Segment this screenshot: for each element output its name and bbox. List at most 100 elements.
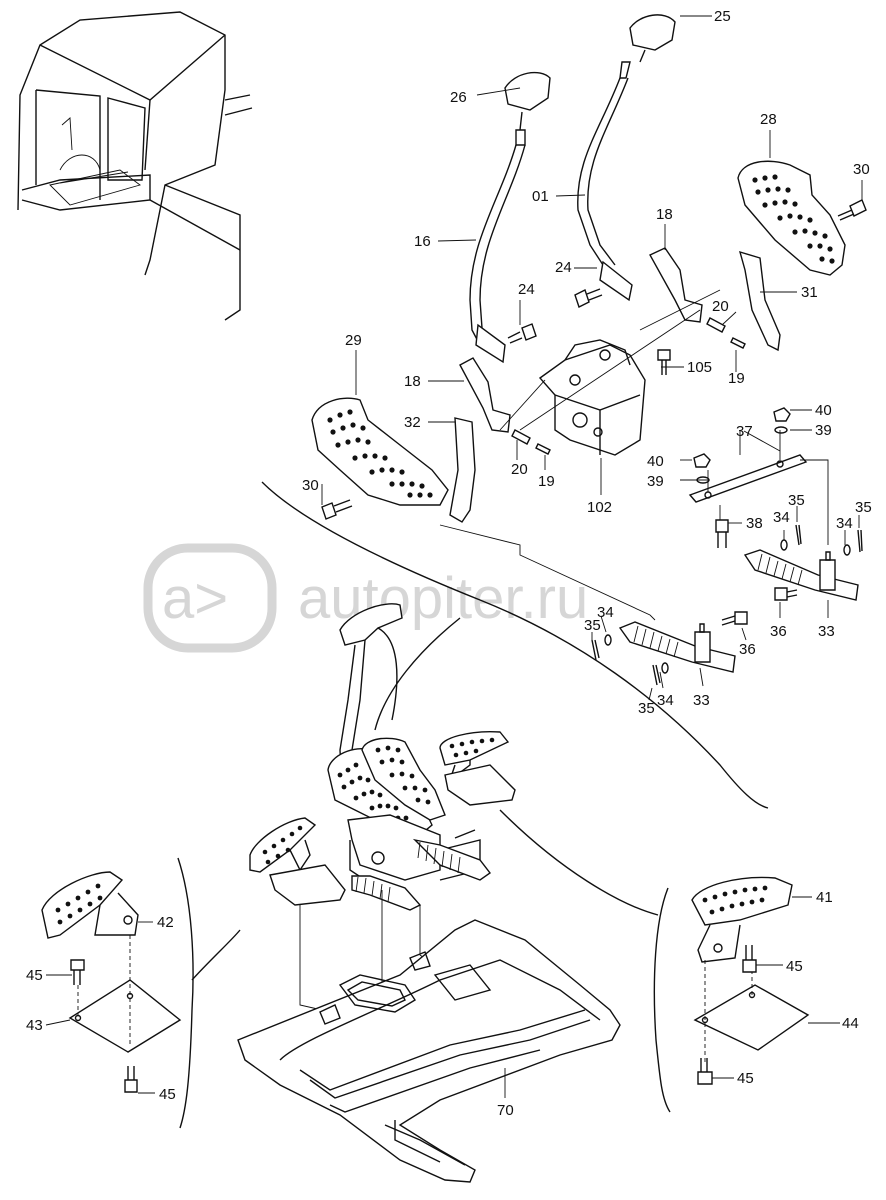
callout-29: 29	[345, 332, 362, 349]
bracket-32	[449, 417, 476, 523]
lever-01	[577, 14, 676, 302]
callout-37: 37	[736, 423, 753, 440]
callout-33-left: 33	[693, 692, 710, 709]
callout-45-right-lower: 45	[737, 1070, 754, 1087]
bolt-36-right	[774, 587, 798, 601]
callout-39-upper: 39	[815, 422, 832, 439]
pedal-29	[311, 397, 449, 506]
callout-34-d: 34	[657, 692, 674, 709]
callout-36-left: 36	[739, 641, 756, 658]
callout-34-b: 34	[836, 515, 853, 532]
callout-39-lower: 39	[647, 473, 664, 490]
callout-36-right: 36	[770, 623, 787, 640]
callout-25: 25	[714, 8, 731, 25]
bracket-left-connector	[191, 929, 241, 981]
cab-overview	[17, 11, 253, 321]
pin-20-right	[706, 317, 726, 333]
pin-19-left	[535, 443, 551, 455]
callout-01: 01	[532, 188, 549, 205]
leader-lines	[45, 15, 863, 1098]
callout-41: 41	[816, 889, 833, 906]
callout-32: 32	[404, 414, 421, 431]
callout-28: 28	[760, 111, 777, 128]
callout-31: 31	[801, 284, 818, 301]
watermark-logo-icon	[143, 543, 277, 653]
callout-24-upper: 24	[555, 259, 572, 276]
washer-34-a	[780, 539, 788, 551]
callout-16: 16	[414, 233, 431, 250]
callout-35-a: 35	[788, 492, 805, 509]
assembled-unit	[327, 603, 492, 911]
washer-34-d	[661, 662, 669, 674]
callout-30-right: 30	[853, 161, 870, 178]
callout-35-d: 35	[638, 700, 655, 717]
pilot-valve-102	[538, 339, 646, 456]
pin-20-left	[511, 429, 531, 445]
bolt-36-left	[721, 611, 748, 626]
callout-19-right: 19	[728, 370, 745, 387]
watermark-logo-glyph: a>	[162, 566, 228, 631]
plate-43	[68, 979, 182, 1053]
callout-26: 26	[450, 89, 467, 106]
bracket-18-right	[649, 247, 703, 323]
bolt-45-left-upper	[70, 959, 85, 985]
separator-curve-mid	[374, 617, 461, 731]
pedal-28	[737, 160, 846, 276]
callout-40-upper: 40	[815, 402, 832, 419]
guide-lines-right	[704, 960, 753, 1065]
pin-19-right	[730, 337, 746, 349]
bracket-31	[738, 250, 781, 352]
plate-37	[688, 430, 829, 545]
bolt-45-left-lower	[124, 1066, 138, 1093]
callout-labels: 25 26 01 16 28 30 18 24 24 20 31 29 105 …	[26, 8, 872, 1119]
callout-30-left: 30	[302, 477, 319, 494]
callout-40-lower: 40	[647, 453, 664, 470]
callout-20-left: 20	[511, 461, 528, 478]
callout-20-right: 20	[712, 298, 729, 315]
cotter-pin-35-c	[591, 639, 600, 661]
bolt-38	[715, 519, 729, 548]
separator-curve-bottom	[499, 809, 659, 916]
callout-18-right: 18	[656, 206, 673, 223]
washer-34-c	[604, 634, 612, 646]
callout-44: 44	[842, 1015, 859, 1032]
bolt-105	[657, 349, 671, 375]
callout-19-left: 19	[538, 473, 555, 490]
guide-lines-left	[77, 935, 131, 1045]
floor-plate-70	[237, 919, 621, 1183]
spring-33-right	[743, 549, 859, 601]
watermark: a> autopiter.ru	[143, 543, 588, 653]
separator-curve-top	[261, 481, 769, 809]
pedal-center-right	[439, 730, 516, 806]
bolt-24-lower	[507, 323, 537, 344]
guide-lines-upper	[439, 289, 721, 621]
callout-70: 70	[497, 1102, 514, 1119]
callout-42: 42	[157, 914, 174, 931]
callout-34-a: 34	[773, 509, 790, 526]
callout-45-right-upper: 45	[786, 958, 803, 975]
pedal-42	[41, 871, 139, 939]
callout-24-lower: 24	[518, 281, 535, 298]
callout-102: 102	[587, 499, 612, 516]
plate-43-hole-a	[74, 1014, 82, 1022]
cotter-pin-35-a	[795, 524, 802, 546]
bolt-30-left	[321, 499, 353, 520]
cotter-pin-35-b	[857, 529, 863, 553]
callout-35-c: 35	[584, 617, 601, 634]
bracket-18-left	[459, 357, 511, 433]
washer-34-b	[843, 544, 851, 556]
bolt-45-right-lower	[697, 1058, 713, 1085]
pedal-center-left	[249, 817, 346, 906]
watermark-text: autopiter.ru	[298, 566, 588, 631]
nut-40-lower	[693, 453, 711, 468]
callout-38: 38	[746, 515, 763, 532]
pedal-41	[691, 876, 793, 963]
callout-34-c: 34	[597, 604, 614, 621]
washer-39-upper	[774, 426, 788, 434]
callout-45-left-lower: 45	[159, 1086, 176, 1103]
cotter-pin-35-d	[652, 664, 661, 686]
callout-33-right: 33	[818, 623, 835, 640]
plate-44	[693, 984, 810, 1051]
bolt-30-right	[837, 199, 867, 221]
bracket-left-group	[177, 857, 194, 1129]
